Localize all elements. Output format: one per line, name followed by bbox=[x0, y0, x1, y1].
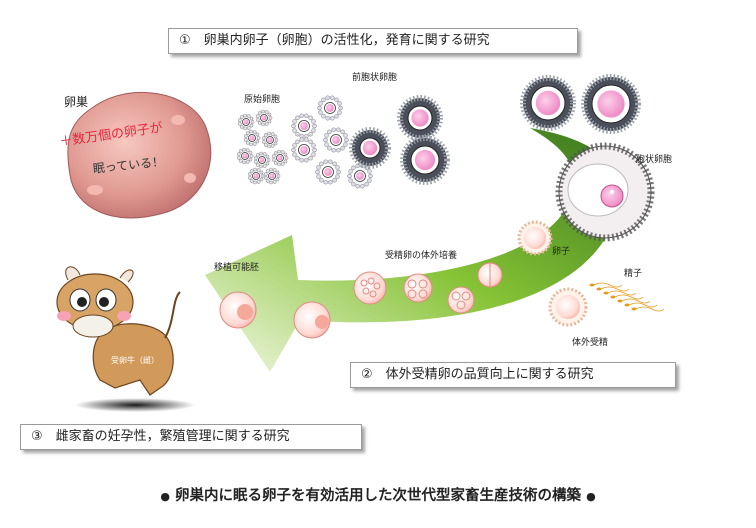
title-bullet-left: ● bbox=[160, 490, 170, 503]
label-ivf: 体外受精 bbox=[572, 338, 609, 348]
title-text: 卵巣内に眠る卵子を有効活用した次世代型家畜生産技術の構築 bbox=[175, 488, 581, 504]
cow-illustration bbox=[56, 266, 195, 412]
bottom-title: ● 卵巣内に眠る卵子を有効活用した次世代型家畜生産技術の構築 ● bbox=[0, 484, 756, 505]
follicle bbox=[317, 95, 343, 121]
follicle bbox=[323, 127, 349, 153]
research-box-1: ① 卵巣内卵子（卵胞）の活性化，発育に関する研究 bbox=[168, 28, 578, 54]
large-follicle bbox=[520, 75, 576, 131]
title-bullet-right: ● bbox=[586, 490, 596, 503]
large-follicle bbox=[397, 95, 443, 141]
label-egg: 卵子 bbox=[552, 247, 571, 257]
oocyte bbox=[517, 220, 553, 256]
label-sperm: 精子 bbox=[624, 269, 643, 279]
follicle bbox=[247, 167, 265, 185]
label-recipient: 受卵牛（雌） bbox=[111, 356, 159, 365]
primordial-follicles bbox=[236, 109, 289, 185]
follicle bbox=[315, 159, 341, 185]
large-follicle bbox=[581, 74, 641, 134]
label-transferable: 移植可能胚 bbox=[214, 263, 260, 273]
follicle bbox=[237, 113, 255, 131]
follicle bbox=[271, 149, 289, 167]
label-ovary: 卵巣 bbox=[64, 95, 89, 109]
large-follicle bbox=[349, 127, 391, 169]
follicle bbox=[236, 147, 254, 165]
label-preantral: 前胞状卵胞 bbox=[352, 73, 398, 83]
ivf-egg-with-sperm bbox=[548, 282, 665, 327]
follicle bbox=[243, 129, 261, 147]
research-box-2: ② 体外受精卵の品質向上に関する研究 bbox=[350, 362, 676, 388]
follicle bbox=[263, 167, 281, 185]
label-antral: 胞状卵胞 bbox=[636, 155, 673, 165]
ovary-illustration bbox=[67, 91, 212, 219]
follicle bbox=[291, 113, 317, 139]
large-follicles bbox=[349, 74, 641, 185]
label-culture: 受精卵の体外培養 bbox=[385, 251, 458, 261]
large-follicle bbox=[400, 135, 450, 185]
research-box-3: ③ 雌家畜の妊孕性，繁殖管理に関する研究 bbox=[20, 424, 362, 450]
label-primordial: 原始卵胞 bbox=[244, 95, 281, 105]
follicle bbox=[253, 151, 271, 169]
cultured-embryos bbox=[219, 262, 503, 339]
antral-follicle bbox=[555, 142, 655, 242]
follicle bbox=[291, 137, 317, 163]
follicle bbox=[255, 109, 273, 127]
follicle bbox=[261, 131, 279, 149]
